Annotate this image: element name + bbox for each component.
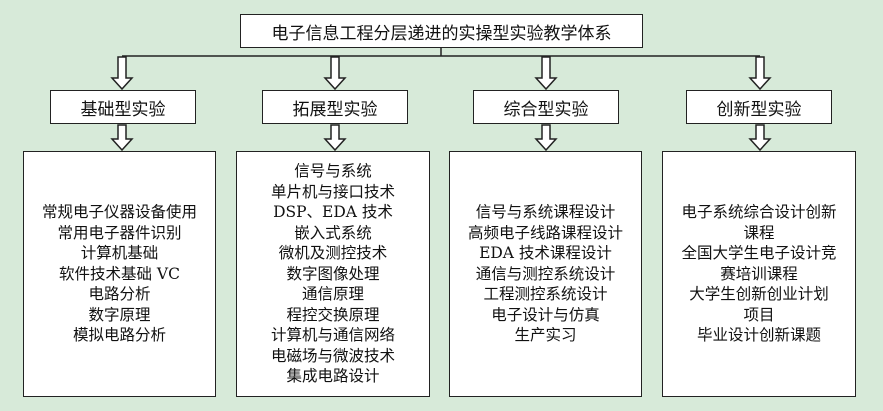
course-item: 高频电子线路课程设计 bbox=[467, 223, 623, 242]
course-item: 模拟电路分析 bbox=[72, 326, 166, 345]
down-arrow bbox=[110, 56, 134, 91]
down-arrow bbox=[748, 124, 772, 152]
category-extended: 拓展型实验 bbox=[262, 90, 408, 124]
course-item: 电子设计与仿真 bbox=[491, 305, 600, 324]
course-item: 通信原理 bbox=[301, 285, 364, 304]
course-item: 软件技术基础 VC bbox=[59, 264, 180, 283]
course-item: 赛培训课程 bbox=[720, 264, 798, 283]
category-basic: 基础型实验 bbox=[50, 90, 196, 124]
diagram-title: 电子信息工程分层递进的实操型实验教学体系 bbox=[240, 14, 643, 48]
content-extended: 信号与系统 单片机与接口技术 DSP、EDA 技术 嵌入式系统 微机及测控技术 … bbox=[236, 151, 430, 397]
course-item: 程控交换原理 bbox=[286, 305, 380, 324]
course-item: 计算机与通信网络 bbox=[270, 326, 395, 345]
category-comprehensive: 综合型实验 bbox=[473, 90, 619, 124]
course-item: 工程测控系统设计 bbox=[483, 285, 608, 304]
down-arrow bbox=[110, 124, 134, 152]
course-item: 大学生创新创业计划 bbox=[689, 285, 829, 304]
course-item: 计算机基础 bbox=[80, 244, 159, 263]
course-item: 电子系统综合设计创新 bbox=[681, 203, 837, 222]
down-arrow bbox=[534, 56, 558, 91]
content-comprehensive: 信号与系统课程设计 高频电子线路课程设计 EDA 技术课程设计 通信与测控系统设… bbox=[449, 151, 642, 397]
course-item: DSP、EDA 技术 bbox=[273, 203, 393, 222]
top-arrows bbox=[110, 56, 772, 91]
course-item: 全国大学生电子设计竞 bbox=[681, 244, 837, 263]
course-item: 单片机与接口技术 bbox=[270, 182, 395, 201]
content-innovative: 电子系统综合设计创新 课程 全国大学生电子设计竞 赛培训课程 大学生创新创业计划… bbox=[662, 151, 856, 397]
course-item: 常用电子器件识别 bbox=[57, 223, 182, 242]
course-item: 集成电路设计 bbox=[286, 367, 380, 386]
course-item: 项目 bbox=[743, 305, 775, 324]
course-item: 信号与系统课程设计 bbox=[475, 203, 616, 222]
course-item: 电路分析 bbox=[88, 285, 151, 304]
course-item: 嵌入式系统 bbox=[294, 223, 372, 242]
course-item: 数字图像处理 bbox=[286, 264, 380, 283]
category-innovative: 创新型实验 bbox=[686, 90, 832, 124]
course-item: 数字原理 bbox=[88, 305, 151, 324]
course-item: 毕业设计创新课题 bbox=[696, 326, 821, 345]
course-item: 信号与系统 bbox=[294, 162, 372, 181]
course-item: 常规电子仪器设备使用 bbox=[41, 203, 197, 222]
down-arrow bbox=[323, 56, 347, 91]
course-item: 课程 bbox=[743, 223, 775, 242]
course-item: 微机及测控技术 bbox=[278, 244, 388, 263]
content-basic: 常规电子仪器设备使用 常用电子器件识别 计算机基础 软件技术基础 VC 电路分析… bbox=[23, 151, 216, 397]
down-arrow bbox=[748, 56, 772, 91]
middle-arrows bbox=[110, 124, 772, 152]
course-item: 生产实习 bbox=[514, 326, 577, 345]
course-item: EDA 技术课程设计 bbox=[479, 244, 612, 263]
down-arrow bbox=[534, 124, 558, 152]
down-arrow bbox=[323, 124, 347, 152]
course-item: 电磁场与微波技术 bbox=[270, 346, 395, 365]
course-item: 通信与测控系统设计 bbox=[475, 264, 616, 283]
